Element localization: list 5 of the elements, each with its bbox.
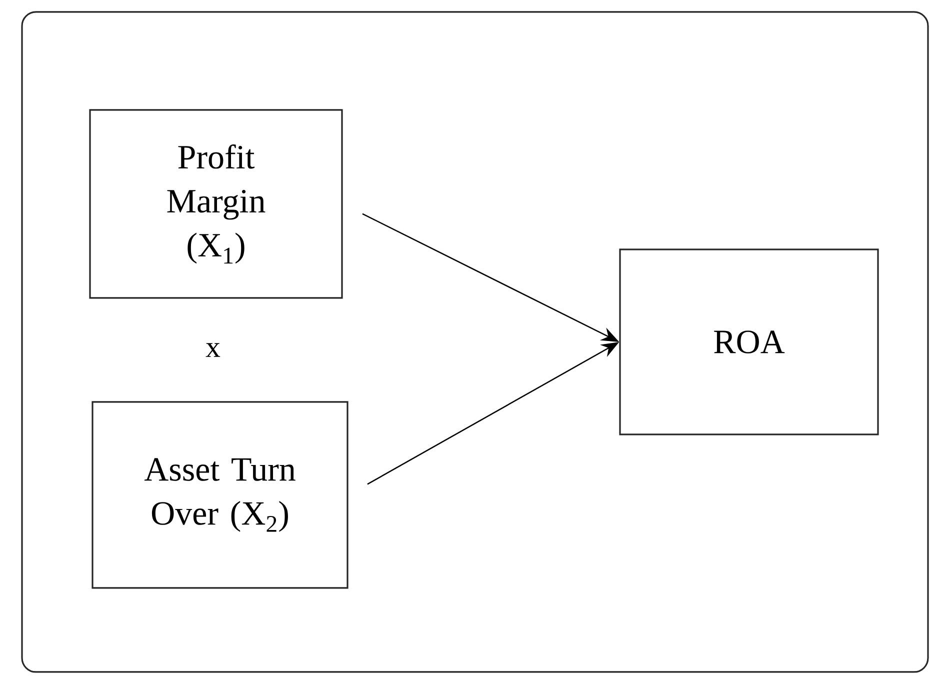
operator-label: x [206,343,220,357]
text-box: ROA [619,248,879,436]
frame-box [21,11,929,673]
text-box: Profit Margin (X$_{1}$) [89,109,343,299]
text-box: Asset Turn Over (X$_{2}$) [92,401,348,589]
